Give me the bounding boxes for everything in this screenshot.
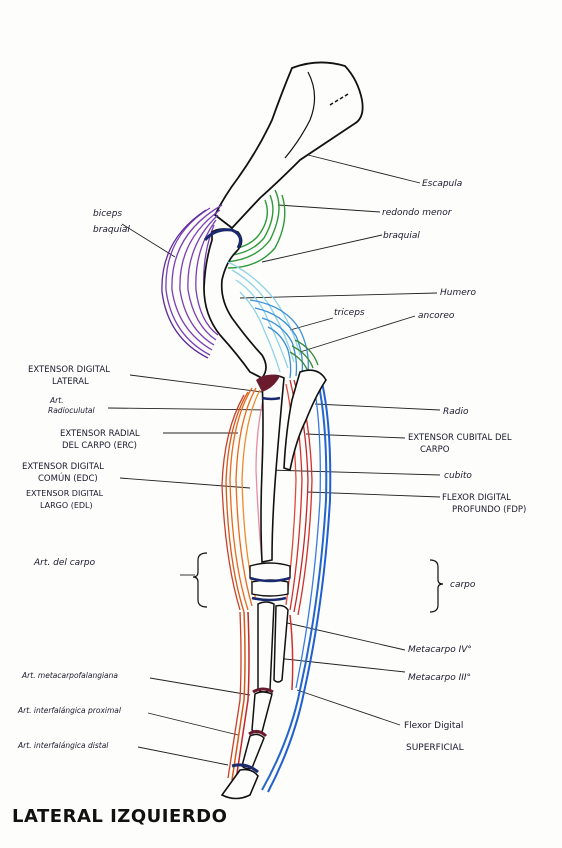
label-art-carpo: Art. del carpo <box>33 558 96 568</box>
leader-metacarpo-iii <box>275 657 406 673</box>
label-edlargo-2: LARGO (EDL) <box>40 501 93 510</box>
hoof <box>220 768 259 800</box>
label-erc-1: EXTENSOR RADIAL <box>60 429 140 439</box>
label-art-metacarpo: Art. metacarpofalangiana <box>21 671 118 680</box>
radius-ulna <box>260 369 327 563</box>
leader-art-inter-dist <box>137 746 229 766</box>
radioulnar-joint <box>261 396 281 401</box>
label-fdp-1: FLEXOR DIGITAL <box>442 493 511 503</box>
label-fds-2: SUPERFICIAL <box>406 743 464 753</box>
label-braquial: braquial <box>383 231 420 241</box>
elbow-joint <box>256 374 280 392</box>
anconeo-muscle <box>289 339 319 373</box>
leader-edl-lateral <box>129 374 263 393</box>
labels: Escapula redondo menor biceps braquial b… <box>17 179 526 753</box>
label-metacarpo-iii: Metacarpo III° <box>408 673 471 683</box>
diagram-title: LATERAL IZQUIERDO <box>12 806 228 827</box>
leader-art-radio <box>107 407 271 411</box>
radius-bone <box>260 374 285 563</box>
label-art-inter-dist: Art. interfalángica distal <box>17 741 109 750</box>
carpus-brackets <box>192 552 444 613</box>
leader-escapula <box>299 152 421 184</box>
scapula-spine <box>284 71 316 159</box>
label-art-radio-2: Radioculutal <box>48 406 95 415</box>
label-redondo-menor: redondo menor <box>382 208 453 218</box>
ulna-bone <box>283 369 327 472</box>
leader-ancoreo <box>299 315 416 353</box>
label-humero: Humero <box>440 288 476 298</box>
scapula-bone <box>213 61 364 230</box>
label-fds-1: Flexor Digital <box>404 721 463 731</box>
label-edl-lateral-1: EXTENSOR DIGITAL <box>28 365 110 375</box>
label-edlargo-1: EXTENSOR DIGITAL <box>26 489 104 498</box>
triceps-muscle <box>227 261 309 379</box>
label-edc-2: COMÚN (EDC) <box>38 472 98 484</box>
humerus <box>203 228 267 380</box>
label-carpo: carpo <box>450 580 476 590</box>
label-ancoreo: ancoreo <box>418 311 455 321</box>
label-biceps-1: biceps <box>93 209 122 219</box>
leader-biceps <box>121 223 176 258</box>
label-ecc-1: EXTENSOR CUBITAL DEL <box>408 433 512 443</box>
leader-fds <box>296 689 401 726</box>
leader-ecc <box>305 433 406 439</box>
humerus-head <box>203 228 242 249</box>
label-radio: Radio <box>443 407 469 417</box>
leader-edc <box>119 477 251 489</box>
label-escapula: Escapula <box>422 179 462 189</box>
scapula-dots <box>329 93 349 106</box>
leader-metacarpo-iv <box>282 621 406 651</box>
metacarpals <box>227 601 294 781</box>
leader-triceps <box>289 317 334 331</box>
label-art-inter-prox: Art. interfalángica proximal <box>17 706 122 715</box>
label-edc-1: EXTENSOR DIGITAL <box>22 462 104 472</box>
label-edl-lateral-2: LATERAL <box>52 377 89 387</box>
leader-braquial <box>261 234 383 263</box>
scapula <box>213 61 364 230</box>
leader-redondo-menor <box>277 204 381 213</box>
bracket-left <box>192 552 208 608</box>
metacarpo-iv-bone <box>273 604 289 683</box>
label-ecc-2: CARPO <box>420 445 450 455</box>
label-metacarpo-iv: Metacarpo IV° <box>408 645 472 655</box>
phalanges <box>220 687 274 800</box>
label-cubito: cubito <box>444 471 472 481</box>
leader-lines <box>107 152 441 766</box>
humerus-bone <box>203 228 267 380</box>
leader-radio <box>314 403 441 411</box>
label-biceps-2: braquial <box>93 225 130 235</box>
leader-art-inter-prox <box>147 712 239 736</box>
label-fdp-2: PROFUNDO (FDP) <box>452 505 526 515</box>
leader-cubito <box>267 469 441 476</box>
carpus <box>249 562 291 602</box>
label-erc-2: DEL CARPO (ERC) <box>62 441 137 451</box>
metacarpo-iii-bone <box>257 601 275 693</box>
leader-art-metacarpo <box>149 677 251 696</box>
label-triceps: triceps <box>334 308 365 318</box>
label-art-radio-1: Art. <box>49 396 64 405</box>
bracket-right <box>429 559 444 613</box>
